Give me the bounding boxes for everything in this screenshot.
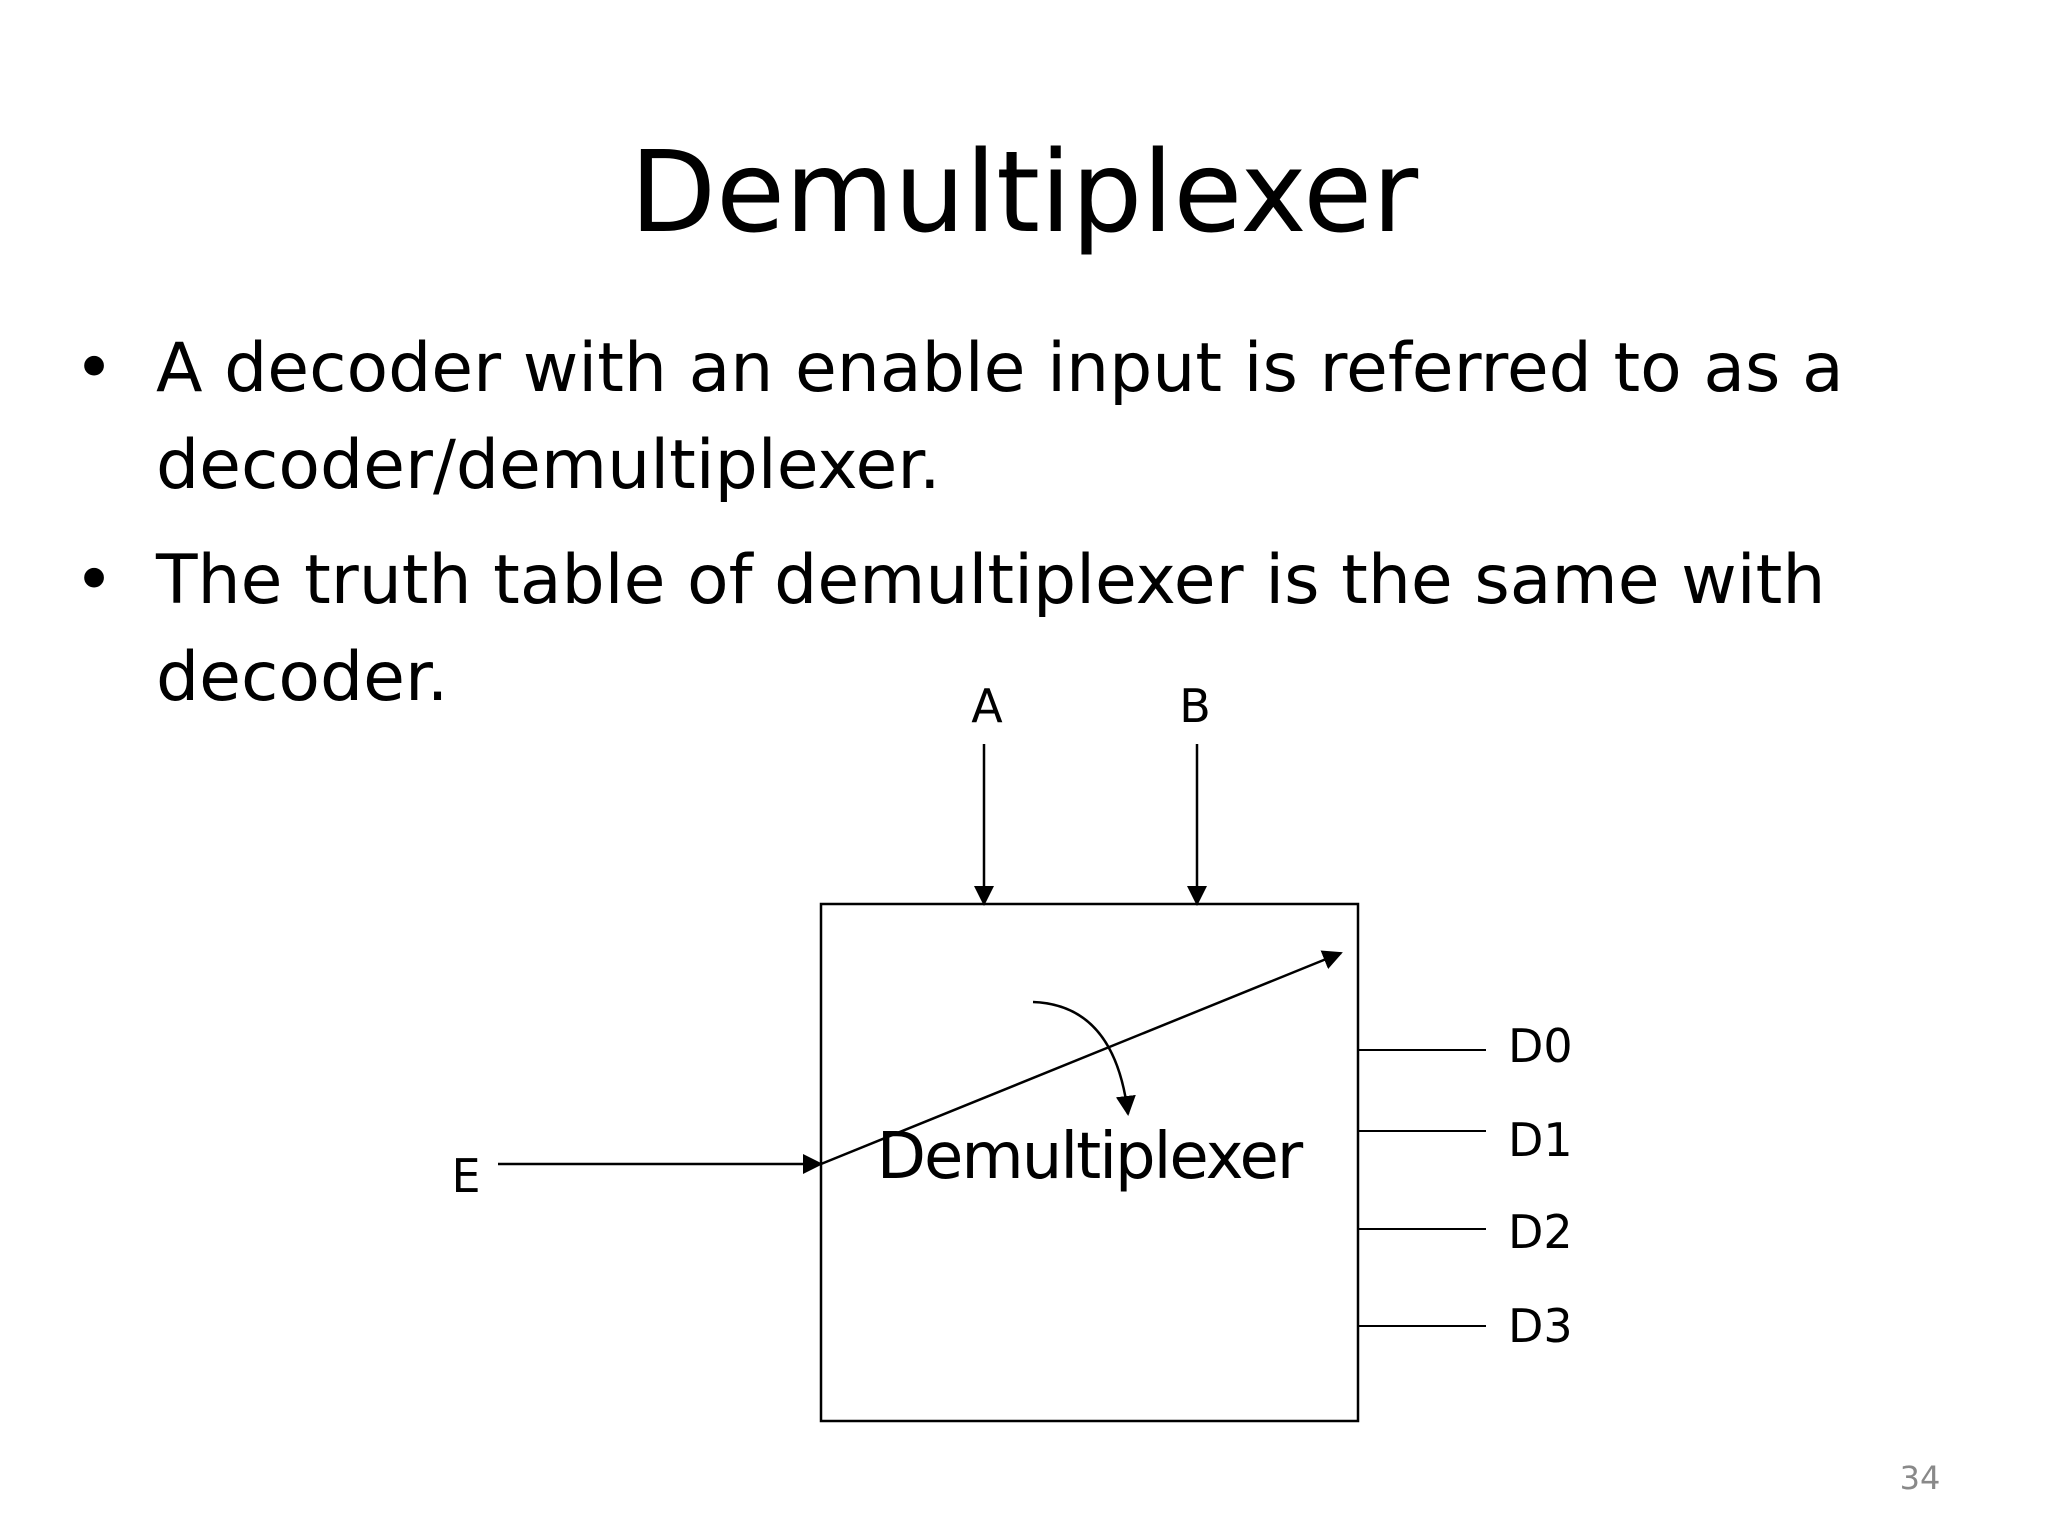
block-label: Demultiplexer	[877, 1120, 1304, 1194]
select-input-label-a: A	[971, 679, 1003, 733]
selection-curve-arrow	[1032, 1000, 1136, 1116]
slide-title: Demultiplexer	[629, 128, 1419, 258]
output-label-d1: D1	[1508, 1113, 1573, 1167]
bullet-text: The truth table of demultiplexer is the …	[156, 541, 1826, 717]
bullet-dot-icon: •	[74, 329, 115, 408]
bullet-item: • The truth table of demultiplexer is th…	[72, 532, 1872, 726]
routing-arrow	[820, 950, 1343, 1166]
bullet-text: A decoder with an enable input is referr…	[156, 329, 1844, 505]
output-label-d0: D0	[1508, 1019, 1573, 1073]
page-number: 34	[1899, 1459, 1941, 1497]
select-input-label-b: B	[1179, 679, 1211, 733]
output-label-d2: D2	[1508, 1205, 1573, 1259]
bullet-item: • A decoder with an enable input is refe…	[72, 320, 1872, 514]
enable-input-label: E	[451, 1149, 480, 1203]
bullet-dot-icon: •	[74, 541, 115, 620]
bullet-list: • A decoder with an enable input is refe…	[72, 320, 1872, 744]
output-label-d3: D3	[1508, 1299, 1573, 1353]
